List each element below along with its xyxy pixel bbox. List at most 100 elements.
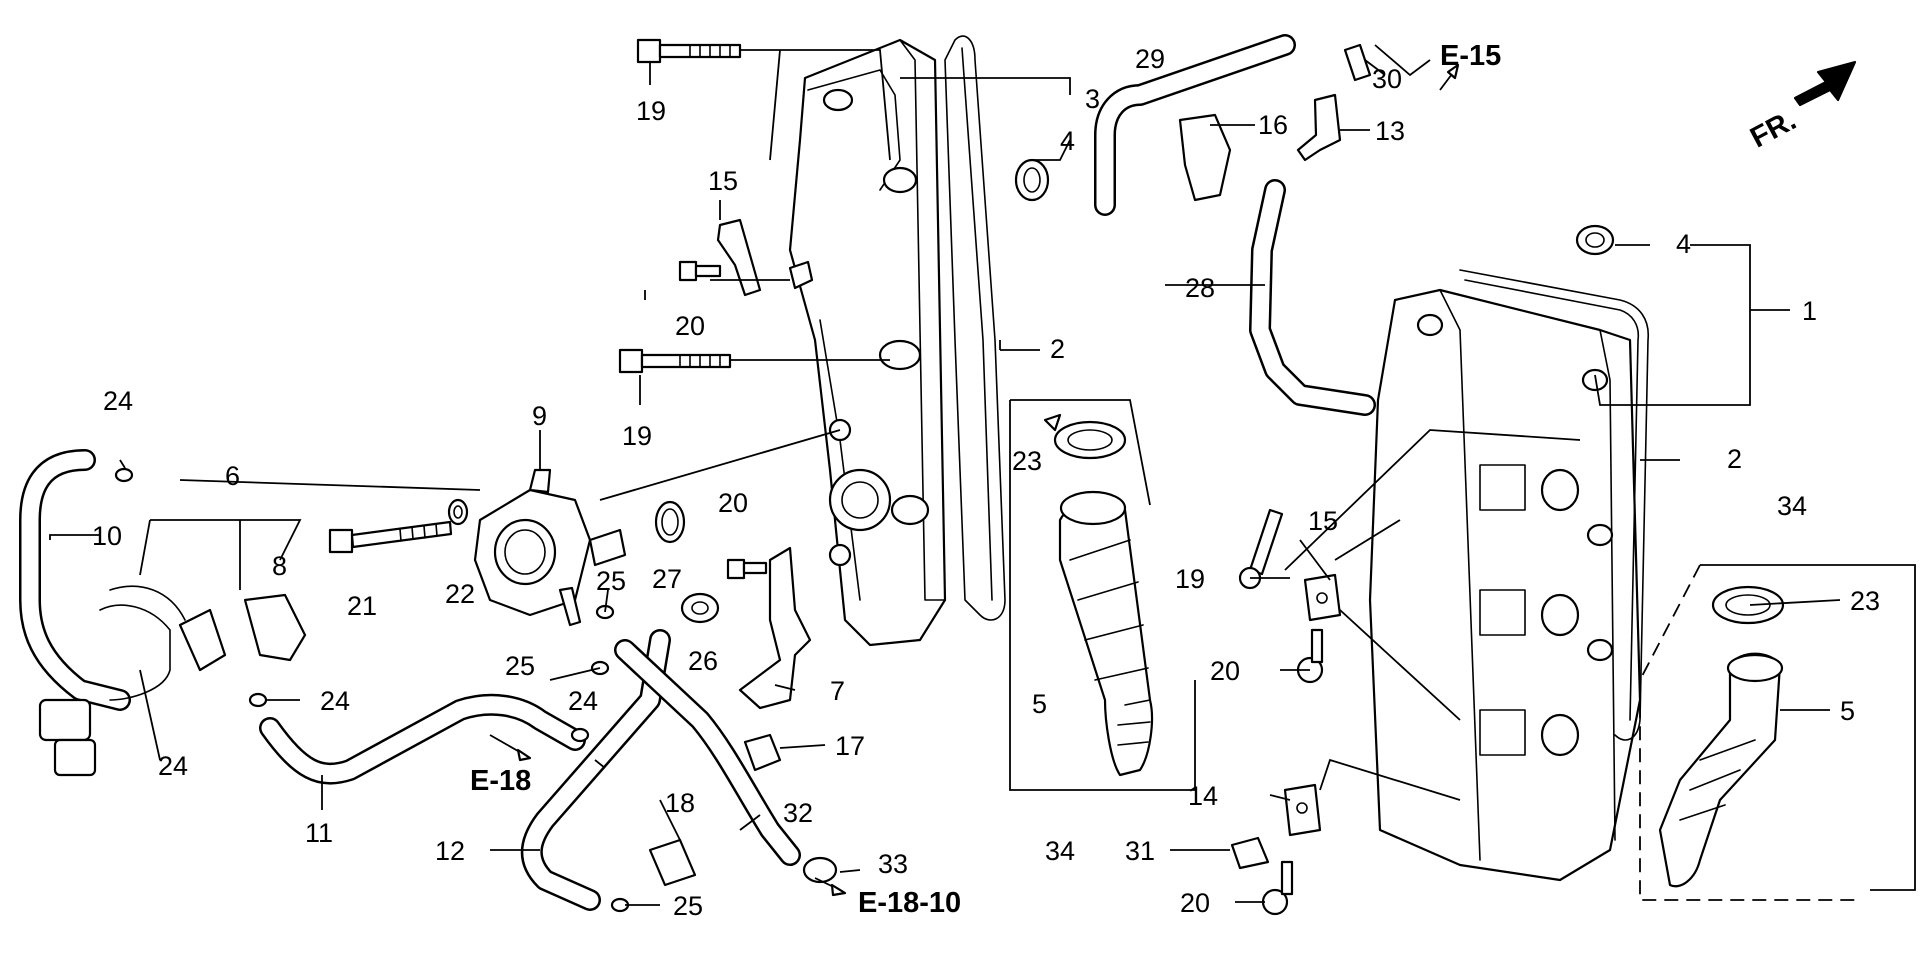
label-22: 22: [445, 579, 475, 609]
label-15: 15: [708, 166, 738, 196]
label-29: 29: [1135, 44, 1165, 74]
label-27: 27: [652, 564, 682, 594]
bracket-14: [1283, 783, 1322, 837]
label-24: 24: [103, 386, 133, 416]
bracket-7: [738, 546, 812, 710]
clip-16: [1178, 113, 1232, 202]
label-19: 19: [636, 96, 666, 126]
bolt-19-right: [1238, 508, 1284, 590]
label-25: 25: [505, 651, 535, 681]
label-18: 18: [665, 788, 695, 818]
clip-31: [1230, 836, 1270, 870]
leader-lines: [49, 44, 1841, 906]
clip-17: [743, 733, 782, 772]
label-19: 19: [1175, 564, 1205, 594]
ref-e1810: E-18-10: [858, 887, 961, 919]
throttle-body-9: [473, 468, 627, 627]
connector-sensor: [38, 698, 97, 777]
label-34: 34: [1045, 836, 1075, 866]
part-labels: 1 2 2 3 4 4 5 5 6 7 8 9 10 11 12 13 14 1…: [92, 44, 1880, 921]
bolt-20-d: [1261, 860, 1294, 916]
label-8: 8: [272, 551, 287, 581]
group-box-34-left: [1009, 399, 1196, 791]
label-19: 19: [622, 421, 652, 451]
label-15: 15: [1308, 506, 1338, 536]
label-6: 6: [225, 461, 240, 491]
label-24: 24: [320, 686, 350, 716]
label-34: 34: [1777, 491, 1807, 521]
label-3: 3: [1085, 84, 1100, 114]
label-2: 2: [1727, 444, 1742, 474]
label-9: 9: [532, 401, 547, 431]
cap-8: [243, 593, 307, 662]
label-1: 1: [1802, 296, 1817, 326]
clamp-33: [802, 856, 838, 884]
hose-11: [259, 693, 586, 785]
label-20: 20: [675, 311, 705, 341]
arrow-e1810: [814, 877, 847, 897]
label-21: 21: [347, 591, 377, 621]
label-16: 16: [1258, 110, 1288, 140]
hose-12: [520, 629, 671, 911]
hose-28: [1249, 179, 1376, 416]
hose-32: [614, 639, 801, 866]
hose-10: [19, 449, 131, 711]
label-32: 32: [783, 798, 813, 828]
intake-tube-5-left: [1058, 490, 1154, 777]
head-cover-right: [1368, 288, 1642, 882]
label-20: 20: [1180, 888, 1210, 918]
label-7: 7: [830, 676, 845, 706]
clamp-23-right: [1711, 585, 1785, 625]
bolt-19-top: [636, 38, 742, 64]
label-13: 13: [1375, 116, 1405, 146]
ref-e15: E-15: [1440, 40, 1501, 72]
clip-24-c: [570, 727, 590, 743]
gasket-right: [1459, 269, 1649, 741]
arrow-e15: [1439, 63, 1460, 91]
ref-e18: E-18: [470, 765, 531, 797]
arrow-e18: [489, 734, 606, 769]
label-24: 24: [158, 751, 188, 781]
intake-tube-5-right: [1658, 652, 1784, 888]
bolt-21: [328, 520, 453, 554]
label-24: 24: [568, 686, 598, 716]
bolt-19-mid: [618, 348, 732, 374]
head-cover-left: [788, 38, 947, 647]
ref-fr: FR.: [1745, 104, 1801, 154]
label-26: 26: [688, 646, 718, 676]
seal-4-left: [1014, 158, 1050, 202]
label-5: 5: [1840, 696, 1855, 726]
label-30: 30: [1372, 64, 1402, 94]
label-2: 2: [1050, 334, 1065, 364]
label-23: 23: [1012, 446, 1042, 476]
label-5: 5: [1032, 689, 1047, 719]
bolt-20-a: [678, 260, 722, 282]
label-20: 20: [1210, 656, 1240, 686]
label-20: 20: [718, 488, 748, 518]
label-4: 4: [1676, 229, 1691, 259]
hose-29: [1094, 34, 1296, 216]
label-17: 17: [835, 731, 865, 761]
label-28: 28: [1185, 273, 1215, 303]
washer-22: [447, 498, 469, 526]
label-11: 11: [305, 818, 333, 848]
clamp-23-left: [1043, 413, 1127, 460]
clip-18: [648, 838, 697, 887]
label-25: 25: [673, 891, 703, 921]
gasket-left: [944, 35, 1006, 621]
label-4: 4: [1060, 126, 1075, 156]
bracket-15-right: [1303, 573, 1342, 622]
group-box-34-right: [1639, 564, 1916, 901]
cap-30: [1343, 43, 1372, 82]
clip-24-b: [248, 692, 268, 708]
o-ring-27: [654, 500, 686, 544]
label-31: 31: [1125, 836, 1155, 866]
clip-24-a: [114, 467, 134, 483]
seal-4-right: [1575, 224, 1615, 256]
fr-arrow-icon: [1793, 60, 1857, 107]
label-23: 23: [1850, 586, 1880, 616]
label-12: 12: [435, 836, 465, 866]
solenoid-6: [99, 585, 227, 701]
label-25: 25: [596, 566, 626, 596]
valve-13: [1296, 93, 1342, 162]
